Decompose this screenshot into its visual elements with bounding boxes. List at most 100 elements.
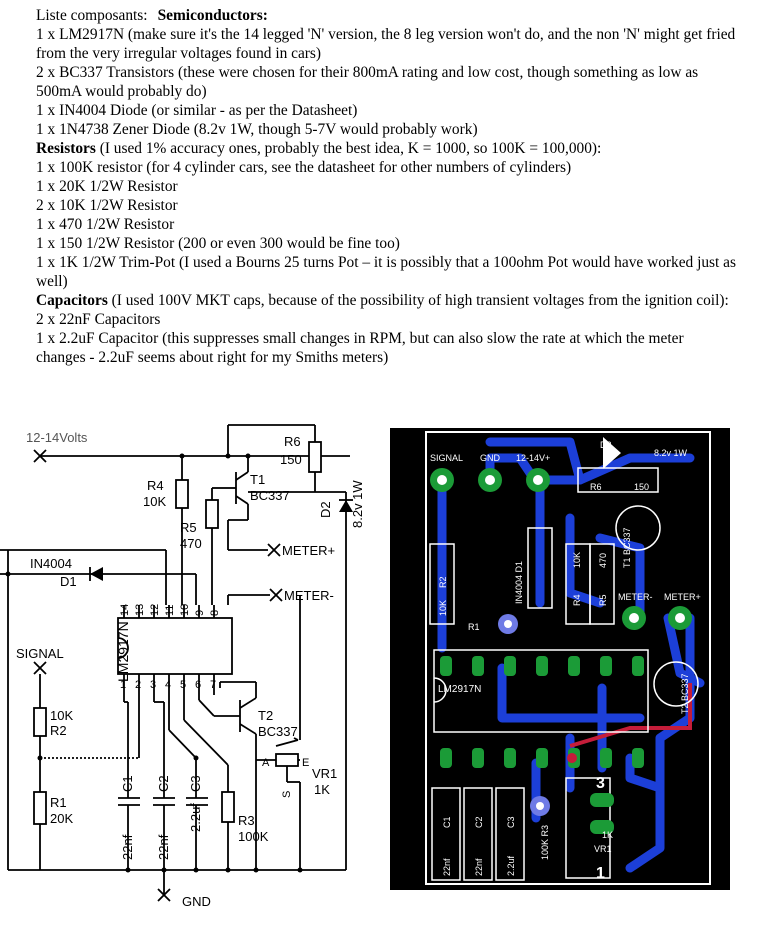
pcb-r6-value: 150 <box>634 482 649 492</box>
r2-label: R2 <box>50 723 67 738</box>
pcb-t2-label: T2 BC337 <box>680 673 690 714</box>
pcb-pin1-label: 1 <box>596 865 605 882</box>
c2-label: C2 <box>156 775 171 792</box>
pcb-vr1-value: 1K <box>602 830 613 840</box>
pcb-d2-value: 8.2v 1W <box>654 448 688 458</box>
part-line: 1 x LM2917N (make sure it's the 14 legge… <box>36 26 736 62</box>
capacitors-header: Capacitors (I used 100V MKT caps, becaus… <box>36 291 736 310</box>
pcb-gnd-label: GND <box>480 453 501 463</box>
pcb-c1-value: 22nf <box>442 858 452 876</box>
pcb-meter-minus-label: METER- <box>618 592 653 602</box>
t1-label: T1 <box>250 472 265 487</box>
d1-label: D1 <box>60 574 77 589</box>
pcb-r4-value: 10K <box>572 552 582 568</box>
component-list: Liste composants: Semiconductors: 1 x LM2… <box>36 6 736 367</box>
part-line: 1 x 1K 1/2W Trim-Pot (I used a Bourns 25… <box>36 254 736 290</box>
t2-value: BC337 <box>258 724 298 739</box>
part-line: 1 x IN4004 Diode (or similar - as per th… <box>36 102 358 119</box>
r3-label: R3 <box>238 813 255 828</box>
pin-label: 2 <box>135 679 141 691</box>
meter-minus-label: METER- <box>284 588 334 603</box>
pin-label: 6 <box>195 679 201 691</box>
pcb-d1-label: IN4004 D1 <box>514 561 524 604</box>
pcb-t1-label: T1 BC337 <box>622 527 632 568</box>
r6-label: R6 <box>284 434 301 449</box>
pcb-pin3-label: 3 <box>596 775 605 792</box>
r1-label: R1 <box>50 795 67 810</box>
r4-value: 10K <box>143 494 166 509</box>
pcb-r3-label: 100K R3 <box>540 825 550 860</box>
t1-value: BC337 <box>250 488 290 503</box>
pcb-r6-label: R6 <box>590 482 602 492</box>
r4-label: R4 <box>147 478 164 493</box>
r5-label: R5 <box>180 520 197 535</box>
r5-value: 470 <box>180 536 202 551</box>
t2-label: T2 <box>258 708 273 723</box>
r1-value: 20K <box>50 811 73 826</box>
pot-a-label: A <box>262 757 270 769</box>
part-line: 1 x 1N4738 Zener Diode (8.2v 1W, though … <box>36 121 478 138</box>
d1-part-label: IN4004 <box>30 556 72 571</box>
pcb-vr1-label: VR1 <box>594 844 612 854</box>
pcb-ic-label: LM2917N <box>438 684 481 695</box>
gnd-label: GND <box>182 894 211 909</box>
r2-value: 10K <box>50 708 73 723</box>
r3-value: 100K <box>238 829 269 844</box>
supply-label: 12-14Volts <box>26 430 88 445</box>
meter-plus-label: METER+ <box>282 543 335 558</box>
intro-label: Liste composants: <box>36 7 148 24</box>
c3-value: 2.2uf <box>188 803 203 832</box>
pcb-c2-value: 22nf <box>474 858 484 876</box>
pin-label: 13 <box>134 604 146 616</box>
part-line: 1 x 150 1/2W Resistor (200 or even 300 w… <box>36 235 400 252</box>
pot-e-label: E <box>302 757 309 769</box>
semis-heading: Semiconductors: <box>157 7 268 24</box>
resistors-header: Resistors (I used 1% accuracy ones, prob… <box>36 139 736 158</box>
pcb-d2-label: D2 <box>600 440 612 450</box>
pin-label: 8 <box>209 610 221 616</box>
part-line: 1 x 20K 1/2W Resistor <box>36 178 178 195</box>
part-line: 1 x 2.2uF Capacitor (this suppresses sma… <box>36 330 684 366</box>
pin-label: 10 <box>179 604 191 616</box>
pin-label: 3 <box>150 679 156 691</box>
part-line: 1 x 100K resistor (for 4 cylinder cars, … <box>36 159 572 176</box>
pcb-c2-label: C2 <box>474 816 484 828</box>
capacitors-heading: Capacitors <box>36 292 108 309</box>
pcb-c3-label: C3 <box>506 816 516 828</box>
circuit-schematic: 12-14Volts R6 150 R4 10K T1 BC337 R5 470… <box>0 424 365 909</box>
pin-label: 12 <box>149 604 161 616</box>
pcb-meter-plus-label: METER+ <box>664 592 701 602</box>
ic-label: LM2917N <box>115 621 131 682</box>
pcb-layout: SIGNAL GND 12-14V+ D2 8.2v 1W R6 150 MET… <box>390 428 730 890</box>
pin-label: 7 <box>210 679 216 691</box>
part-line: 2 x BC337 Transistors (these were chosen… <box>36 64 699 100</box>
pcb-c3-value: 2.2uf <box>506 855 516 876</box>
capacitors-note: (I used 100V MKT caps, because of the po… <box>107 292 729 309</box>
pcb-r5-value: 470 <box>598 553 608 568</box>
pin-label: 5 <box>180 679 186 691</box>
d2-label: D2 <box>318 501 333 518</box>
pcb-r2-value: 10K <box>438 600 448 616</box>
pcb-c1-label: C1 <box>442 816 452 828</box>
c1-value: 22nf <box>120 834 135 860</box>
vr1-value: 1K <box>314 782 330 797</box>
pin-label: 9 <box>194 610 206 616</box>
semiconductors-header: Liste composants: Semiconductors: <box>36 6 736 25</box>
pcb-signal-label: SIGNAL <box>430 453 463 463</box>
resistors-heading: Resistors <box>36 140 96 157</box>
pcb-r2-label: R2 <box>438 576 448 588</box>
c3-label: C3 <box>188 775 203 792</box>
part-line: 2 x 22nF Capacitors <box>36 311 161 328</box>
vr1-label: VR1 <box>312 766 337 781</box>
pcb-r1-label: R1 <box>468 622 480 632</box>
pcb-supply-label: 12-14V+ <box>516 453 550 463</box>
pin-label: 14 <box>119 604 131 616</box>
c2-value: 22nf <box>156 834 171 860</box>
pin-label: 1 <box>120 679 126 691</box>
r6-value: 150 <box>280 452 302 467</box>
c1-label: C1 <box>120 775 135 792</box>
pin-label: 11 <box>164 605 176 616</box>
part-line: 1 x 470 1/2W Resistor <box>36 216 175 233</box>
pcb-r4-label: R4 <box>572 594 582 606</box>
pcb-r5-label: R5 <box>598 594 608 606</box>
